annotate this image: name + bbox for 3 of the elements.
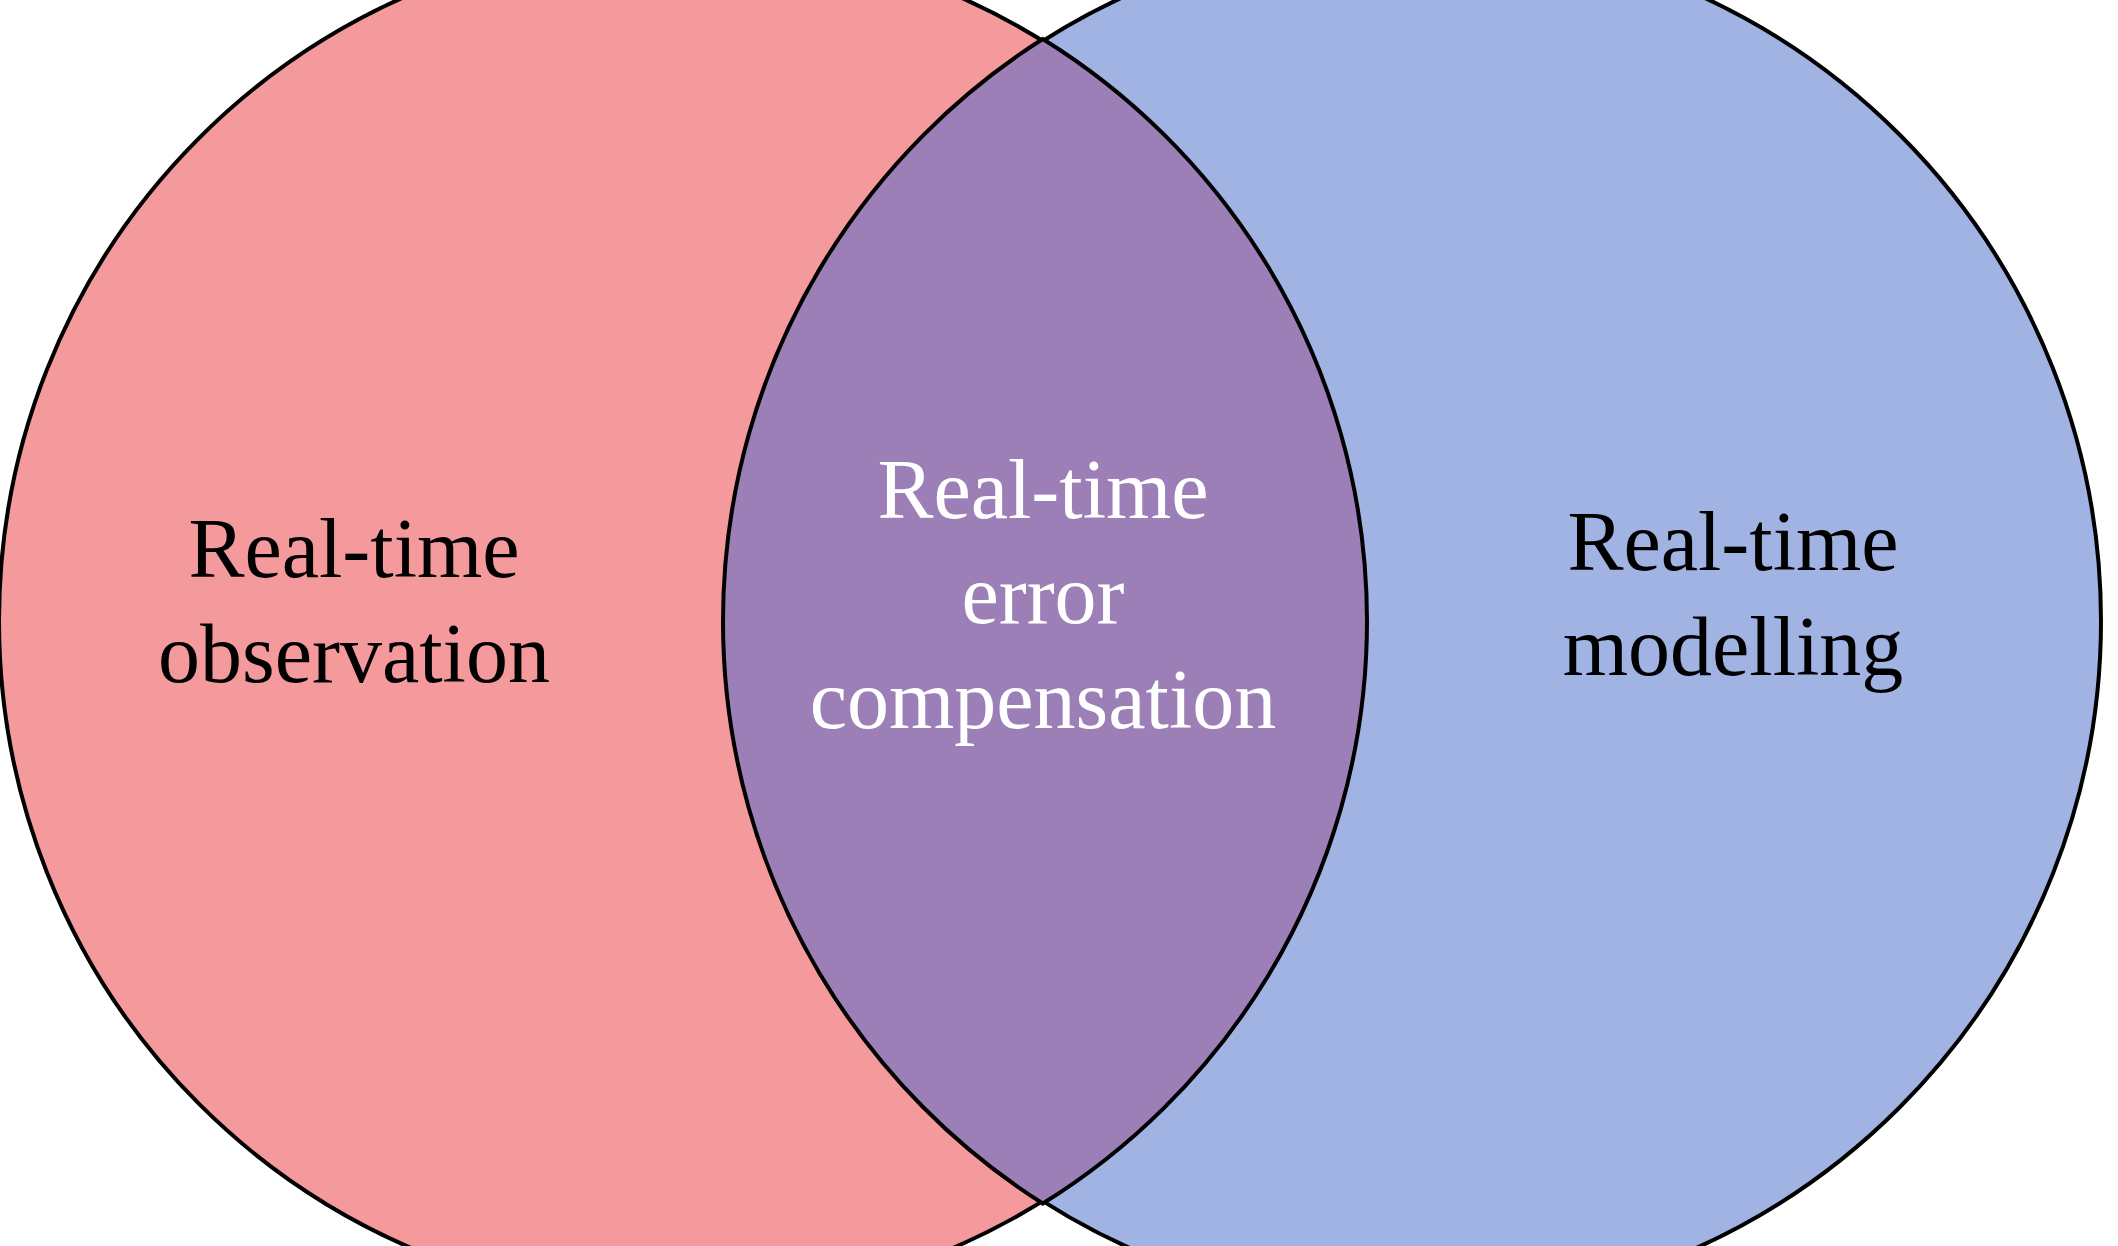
region-label: Real-time error compensation	[808, 441, 1278, 748]
region-label: Real-time observation	[157, 501, 551, 702]
region-label: Real-time modelling	[1561, 494, 1905, 695]
